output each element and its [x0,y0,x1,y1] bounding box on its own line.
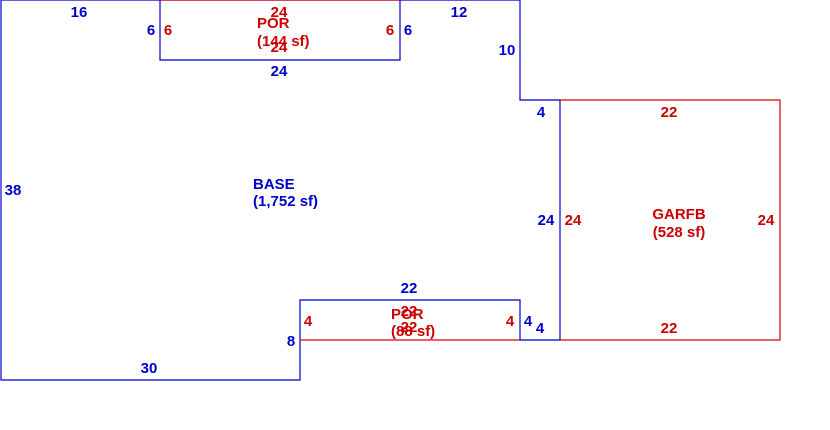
por-top-outline-sides [159,0,401,61]
base-dim-por-bottom: 24 [271,63,288,80]
garage-dim-left: 24 [565,212,582,229]
base-dim-right-upper: 24 [538,212,555,229]
por-top-name: POR [257,15,290,32]
base-dim-bottom: 30 [141,360,158,377]
base-dim-notch-top: 22 [401,280,418,297]
garage-name: GARFB [652,206,705,223]
por-bottom-dim-left: 4 [304,313,313,330]
por-top-area: (144 sf) [257,33,310,50]
base-dim-top-right: 12 [451,4,468,21]
garage-dim-top: 22 [661,104,678,121]
por-bottom-dim-right: 4 [506,313,515,330]
base-dim-notch-right: 4 [524,313,533,330]
por-bottom-name: POR [391,306,424,323]
garage-dim-right: 24 [758,212,775,229]
garage-dim-bottom: 22 [661,320,678,337]
por-bottom-dim-top: 22 [401,303,418,320]
base-dim-notch-left: 8 [287,333,295,350]
base-dim-right-lower: 4 [536,320,545,337]
por-top-dim-left: 6 [164,22,172,39]
base-dim-step-top: 4 [537,104,546,121]
por-top-dim-top: 24 [271,4,288,21]
base-dim-por-left: 6 [147,22,155,39]
base-dim-top-left: 16 [71,4,88,21]
base-dim-left: 38 [5,182,22,199]
por-top-dim-right: 6 [386,22,394,39]
por-bottom-area: (88 sf) [391,323,435,340]
garage-outline [560,99,781,341]
base-dim-por-right: 6 [404,22,412,39]
base-name: BASE [253,176,295,193]
por-top-dim-bottom: 24 [271,39,288,56]
por-bottom-dim-bottom: 22 [401,319,418,336]
garage-area: (528 sf) [653,224,706,241]
base-dim-right-step: 10 [499,42,516,59]
base-area: (1,752 sf) [253,193,318,210]
